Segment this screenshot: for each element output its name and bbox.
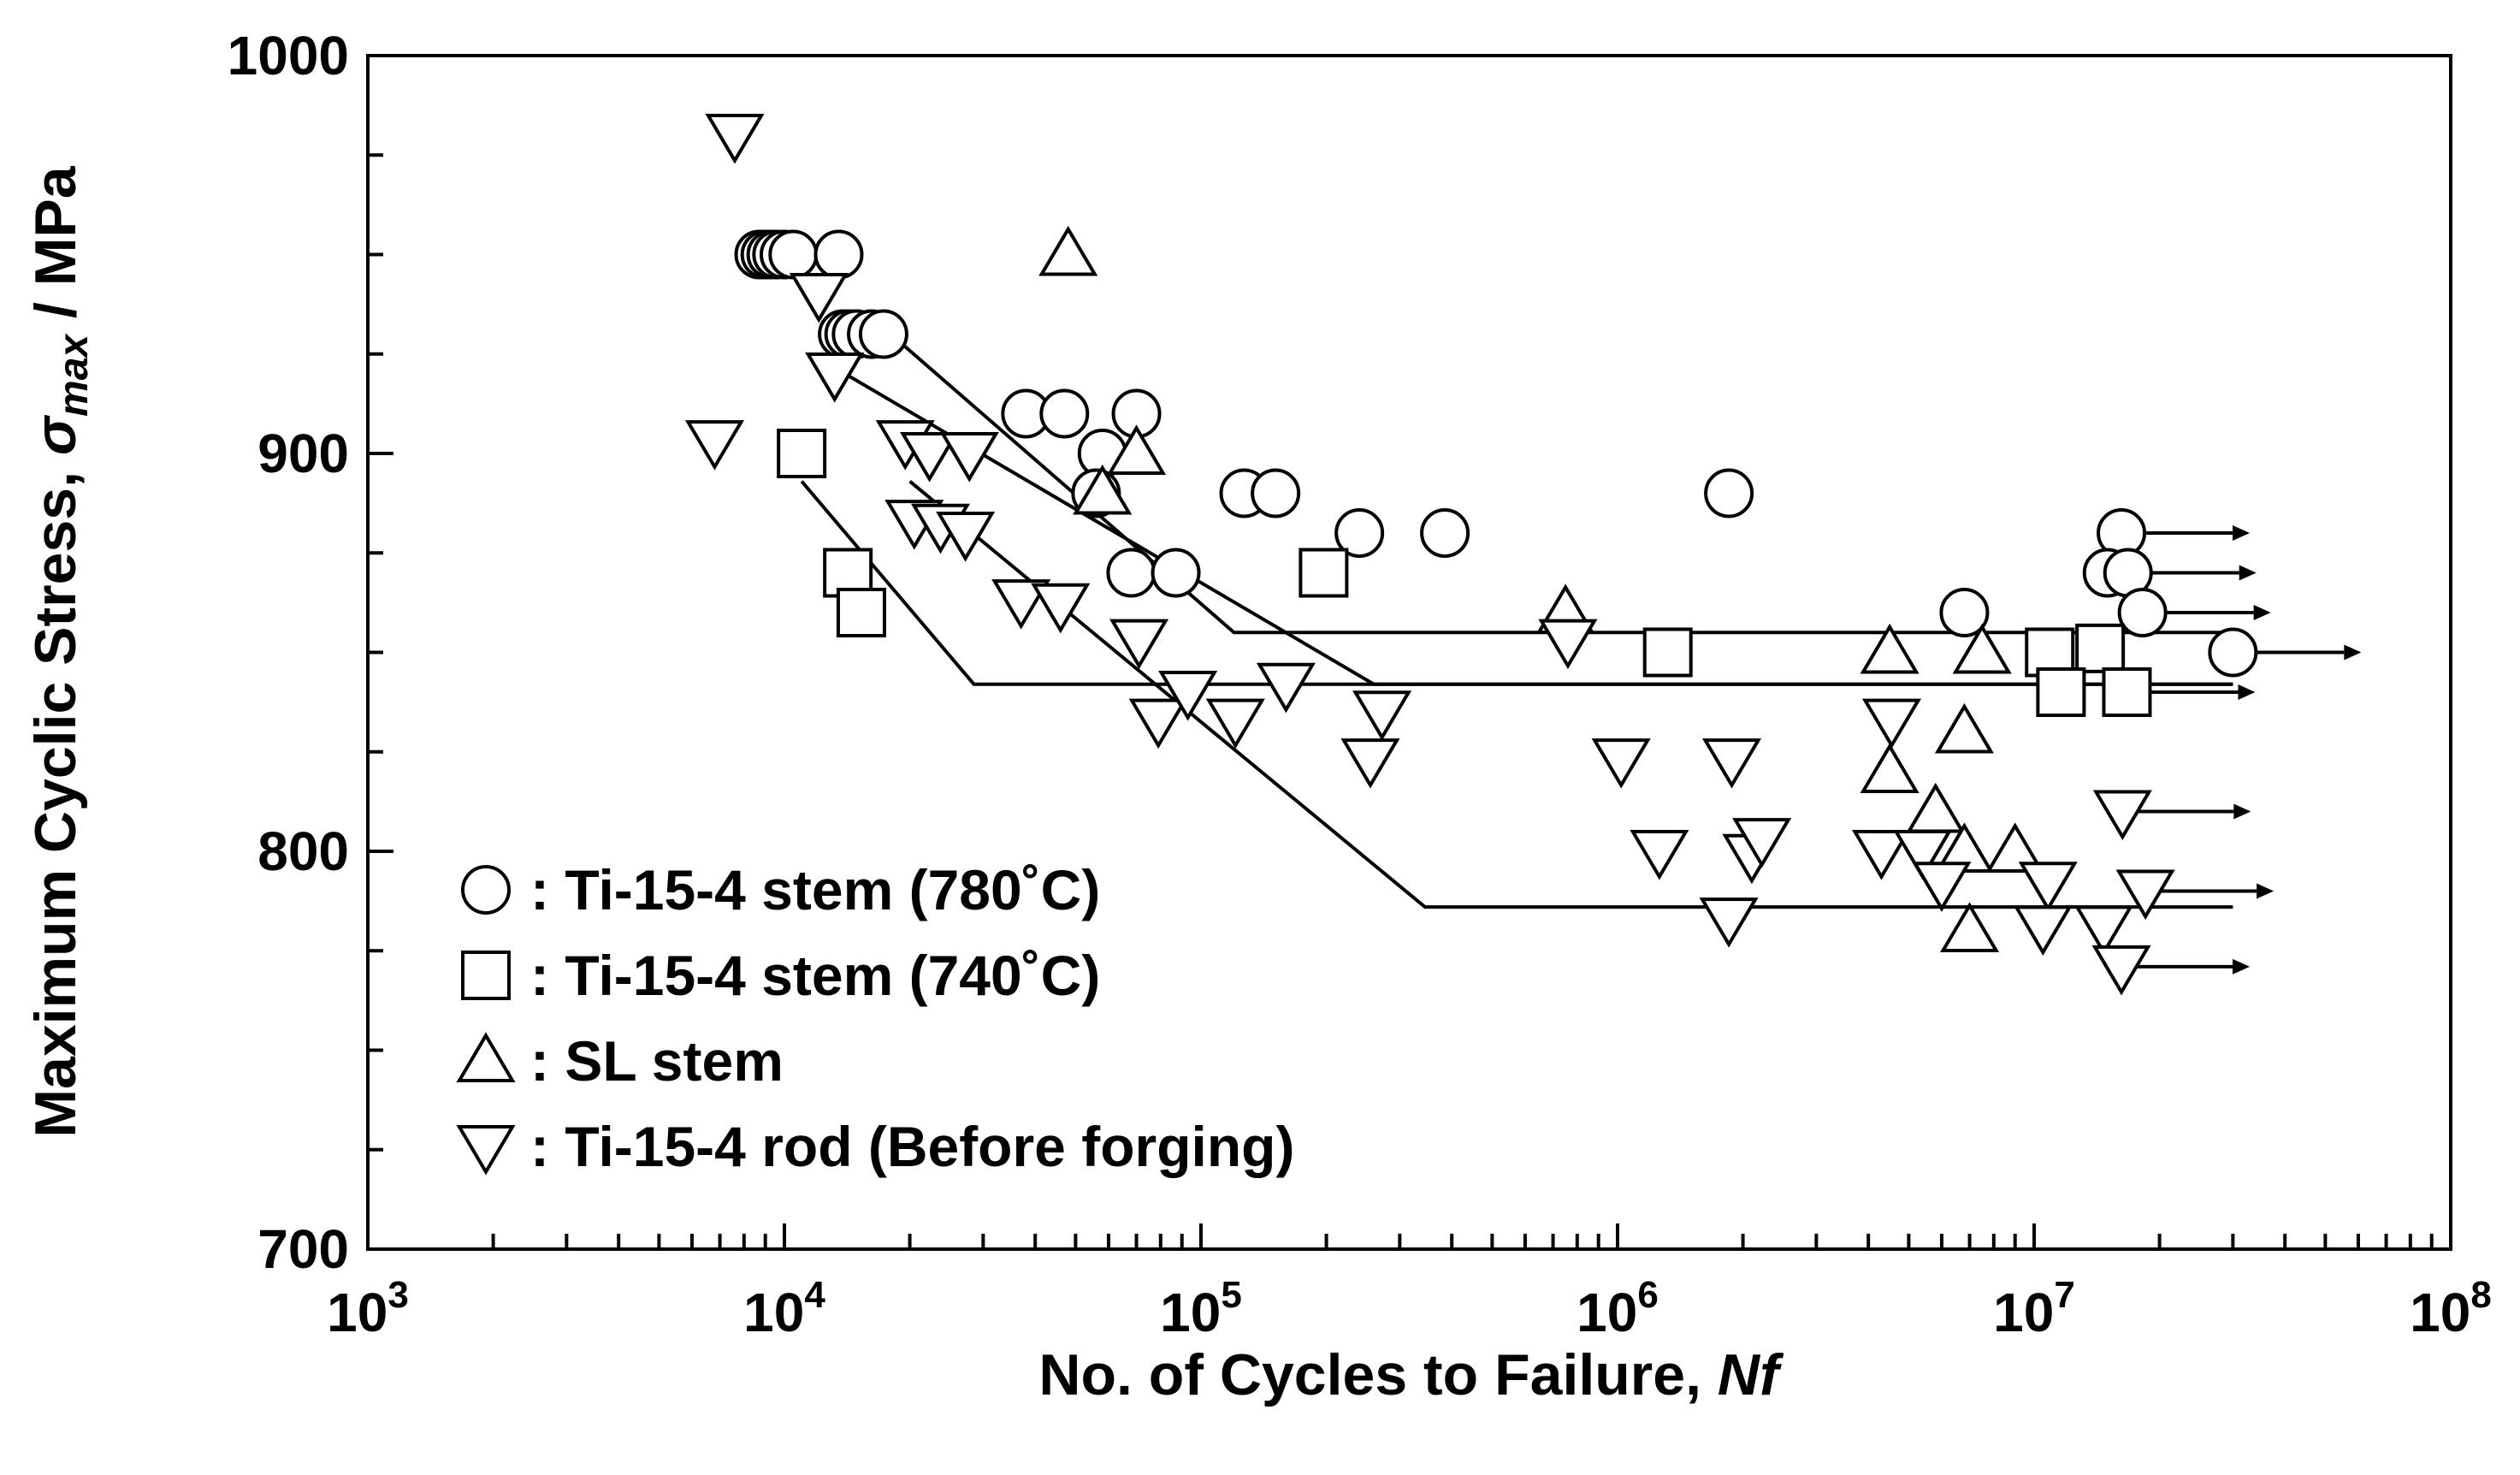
legend-marker-square [461,951,511,1000]
x-tick-label: 105 [1160,1274,1242,1343]
runout-arrowhead [2238,684,2256,700]
legend-label: : Ti-15-4 stem (740˚C) [530,944,1100,1007]
x-tick-label: 107 [1993,1274,2075,1343]
y-tick-label: 700 [257,1218,349,1280]
data-point-circle [768,229,819,280]
data-point-triangle-down [2073,905,2134,956]
data-point-triangle-down [2092,790,2152,841]
data-point-circle [1334,508,1385,558]
data-point-triangle-down [1158,671,1218,721]
data-point-triangle-down [2018,862,2078,912]
y-tick-label: 900 [257,423,349,484]
data-point-circle [813,229,864,280]
data-point-triangle-down [1205,698,1265,749]
data-point-triangle-down [1352,690,1412,741]
legend-label: : SL stem [530,1029,784,1093]
data-point-triangle-down [1109,619,1169,670]
data-point-triangle-down [1861,698,1922,749]
data-point-triangle-up [1860,623,1920,674]
data-point-circle [1704,468,1754,518]
runout-arrowhead [2257,883,2275,899]
data-point-triangle-down [705,114,765,164]
legend-label: : Ti-15-4 stem (780˚C) [530,858,1100,921]
data-point-triangle-down [1912,862,1972,912]
data-point-circle [1420,508,1470,558]
x-tick-label: 104 [743,1274,825,1343]
data-point-triangle-up [1934,702,1994,754]
x-tick-label: 103 [327,1274,409,1343]
data-point-square [836,588,886,637]
data-point-triangle-down [1340,738,1400,789]
data-point-square [2036,667,2086,717]
legend-marker-circle [461,865,511,915]
data-point-circle [1151,548,1201,598]
x-tick-label: 106 [1576,1274,1659,1343]
data-point-square [2102,667,2152,717]
data-point-triangle-down [1893,830,1953,880]
data-point-triangle-down [1031,583,1091,634]
data-point-square [1642,627,1693,678]
runout-arrowhead [2233,958,2251,974]
runout-arrowhead [2233,803,2251,820]
legend-label: : Ti-15-4 rod (Before forging) [530,1115,1294,1178]
data-point-circle [1106,548,1156,598]
data-point-circle [858,309,908,359]
x-axis-title: No. of Cycles to Failure, Nf [1038,1342,1784,1407]
data-point-triangle-down [900,432,960,483]
y-tick-label: 800 [257,820,349,882]
data-point-triangle-down [1699,897,1759,948]
runout-arrowhead [2253,605,2271,620]
data-point-triangle-down [1701,738,1762,789]
data-point-triangle-up [1860,743,1920,793]
data-point-triangle-down [789,273,849,323]
axis-ticks [366,54,2434,1251]
data-point-circle [1251,468,1301,518]
legend: : Ti-15-4 stem (780˚C) : Ti-15-4 stem (74… [456,858,1294,1178]
data-point-triangle-down [1630,830,1689,880]
data-point-triangle-up [1940,902,2000,952]
data-markers [684,114,2258,996]
data-point-triangle-down [991,579,1051,630]
data-point-circle [2208,627,2258,678]
data-point-triangle-up [1952,623,2012,674]
data-point-circle [1939,588,1990,637]
fit-line-1 [889,332,2233,635]
data-point-triangle-down [939,432,999,483]
data-point-triangle-up [1985,822,2045,873]
data-point-triangle-down [684,420,744,471]
data-point-square [777,429,827,478]
y-axis-title: Maximum Cyclic Stress, σmax / MPa [23,165,97,1137]
x-tick-label: 108 [2410,1274,2492,1343]
runout-arrowhead [2239,565,2257,581]
legend-marker-triangle-down [456,1125,516,1176]
data-point-triangle-down [1851,830,1912,880]
data-point-triangle-down [1256,662,1316,714]
data-point-circle [2117,588,2168,637]
legend-marker-triangle-up [456,1032,516,1082]
runout-arrowhead [2344,644,2362,660]
data-point-triangle-down [1732,818,1792,868]
data-point-triangle-down [936,512,996,562]
data-point-triangle-down [2115,869,2175,921]
data-point-triangle-down [1538,619,1598,670]
data-point-triangle-up [1038,225,1098,276]
data-point-triangle-down [2091,945,2151,996]
fit-line-4 [908,480,2233,909]
tick-labels: 103 104 105 106 107 108 700 800 900 1000 [228,25,2492,1343]
y-tick-label: 1000 [228,25,349,86]
data-point-square [1298,548,1349,598]
data-point-triangle-down [805,352,865,403]
data-point-triangle-down [1591,738,1651,789]
data-point-square [2075,623,2126,673]
data-point-triangle-up [1073,464,1133,515]
runout-arrowhead [2233,525,2251,541]
data-point-triangle-up [1107,424,1167,475]
data-point-circle [1039,388,1090,439]
data-point-triangle-down [2013,905,2073,956]
data-point-triangle-down [1128,698,1188,749]
